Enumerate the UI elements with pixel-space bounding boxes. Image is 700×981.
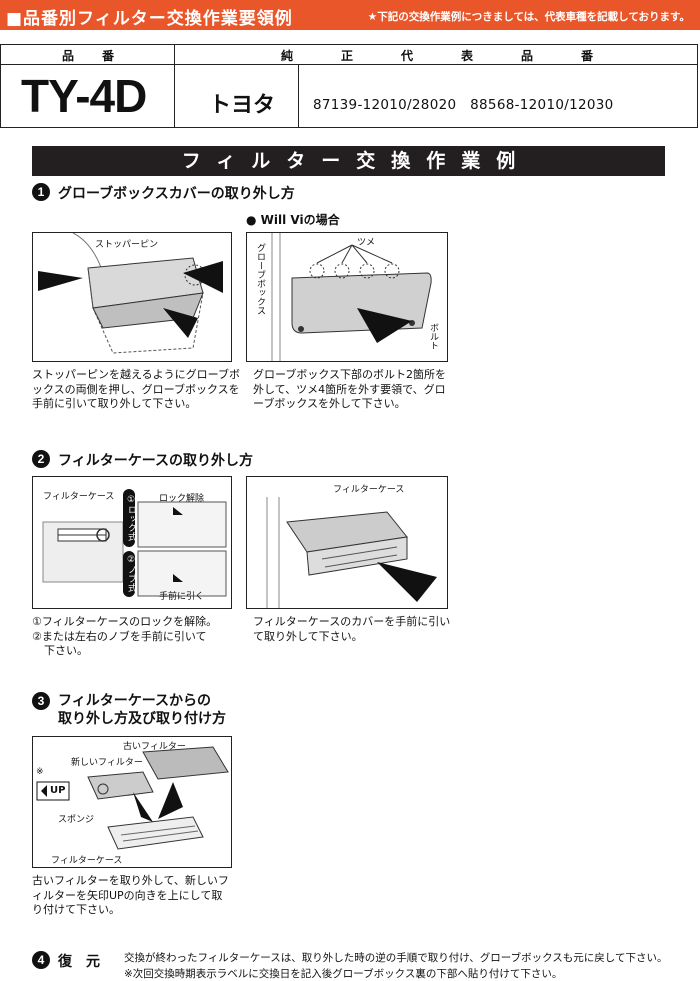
filter-case-removal-illustration — [266, 497, 437, 608]
stopper-pin-label: ストッパーピン — [95, 240, 159, 250]
step3-title-line1: フィルターケースからの — [58, 693, 212, 709]
section-banner: フィルター交換作業例 — [32, 146, 665, 176]
step4-text1: 交換が終わったフィルターケースは、取り外した時の逆の手順で取り付け、グローブボッ… — [124, 952, 668, 964]
header-note: ★下記の交換作業例につきましては、代表車種を記載しております。 — [367, 11, 690, 23]
step4-title: 復 元 — [58, 954, 100, 970]
bolt-label: ボルト — [428, 323, 438, 350]
sponge-label: スポンジ — [58, 815, 95, 825]
maker-name: トヨタ — [209, 93, 276, 118]
new-filter-label: 新しいフィルター — [71, 758, 143, 768]
oem-part-numbers: 87139-12010/28020 88568-12010/12030 — [313, 97, 614, 113]
step4-number: 4 — [32, 951, 50, 969]
step4-heading: 4 復 元 — [32, 951, 100, 971]
filter-case-label: フィルターケース — [43, 492, 115, 502]
old-filter-label: 古いフィルター — [123, 742, 186, 752]
claw-label: ツメ — [357, 238, 376, 248]
section-banner-text: フィルター交換作業例 — [181, 150, 532, 172]
step3-number: 3 — [32, 692, 50, 710]
glovebox-label: グローブボックス — [255, 243, 265, 315]
step3-caption: 古いフィルターを取り外して、新しいフィルターを矢印UPの向きを上にして取り付けて… — [32, 874, 229, 916]
step1-title: グローブボックスカバーの取り外し方 — [58, 186, 295, 202]
step3-title-line2: 取り外し方及び取り付け方 — [58, 711, 226, 727]
step1-subheading: ● Will Viの場合 — [246, 213, 340, 227]
step2-figure1: フィルターケース ①ロック式 ②ノブ式 ロック解除 手前に引く — [32, 476, 232, 609]
spec-maker-cell — [175, 65, 299, 127]
model-number: TY-4D — [21, 70, 147, 122]
spec-col1-label: 品番 — [61, 49, 142, 63]
step3-heading: 3 フィルターケースからの 取り外し方及び取り付け方 — [32, 692, 226, 728]
step4-text2: ※次回交換時期表示ラベルに交換日を記入後グローブボックス裏の下部へ貼り付けて下さ… — [124, 968, 563, 980]
filter-replacement-illustration — [36, 746, 229, 850]
spec-col2-label: 純正代表品番 — [280, 49, 641, 63]
spec-header-row — [1, 45, 697, 65]
step2-number: 2 — [32, 450, 50, 468]
spec-col-divider — [1, 45, 175, 127]
filter-case-lock-illustration — [42, 489, 227, 597]
filter-case-label-2: フィルターケース — [333, 485, 405, 495]
page-title: ■品番別フィルター交換作業要領例 — [6, 9, 293, 29]
header-bar: ■品番別フィルター交換作業要領例 ★下記の交換作業例につきましては、代表車種を記… — [0, 0, 700, 30]
lock-type-label: ①ロック式 — [126, 495, 136, 541]
glovebox-removal-illustration — [271, 233, 432, 361]
step2-heading: 2 フィルターケースの取り外し方 — [32, 450, 253, 470]
glovebox-open-illustration — [38, 233, 223, 354]
note-mark: ※ — [36, 767, 44, 777]
up-arrow-label: UP — [50, 785, 66, 796]
pull-forward-label: 手前に引く — [159, 592, 205, 602]
step2-caption1-line2: ②または左右のノブを手前に引いて — [32, 629, 207, 643]
step2-figure2: フィルターケース — [246, 476, 448, 609]
step2-caption2: フィルターケースのカバーを手前に引いて取り外して下さい。 — [253, 615, 451, 643]
step1-figure2: ツメ グローブボックス ボルト — [246, 232, 448, 362]
step1-heading: 1 グローブボックスカバーの取り外し方 — [32, 183, 295, 203]
step1-caption2: グローブボックス下部のボルト2箇所を外して、ツメ4箇所を外す要領で、グローブボッ… — [253, 368, 447, 410]
step2-caption1-line3: 下さい。 — [44, 644, 88, 657]
step3-figure: 古いフィルター 新しいフィルター ※ UP スポンジ フィルターケース — [32, 736, 232, 868]
unlock-label: ロック解除 — [159, 494, 205, 504]
spec-table: 品番 純正代表品番 TY-4D トヨタ 87139-12010/28020 88… — [0, 44, 698, 128]
step1-figure1: ストッパーピン — [32, 232, 232, 362]
step1-number: 1 — [32, 183, 50, 201]
step2-caption1-line1: ①フィルターケースのロックを解除。 — [32, 615, 218, 628]
knob-type-label: ②ノブ式 — [126, 555, 136, 592]
filter-case-label-3: フィルターケース — [51, 856, 123, 866]
step2-title: フィルターケースの取り外し方 — [58, 453, 254, 469]
step2-caption1: ①フィルターケースのロックを解除。 ②または左右のノブを手前に引いて 下さい。 — [32, 615, 242, 659]
step1-caption1: ストッパーピンを越えるようにグローブボックスの両側を押し、グローブボックスを手前… — [32, 368, 241, 410]
